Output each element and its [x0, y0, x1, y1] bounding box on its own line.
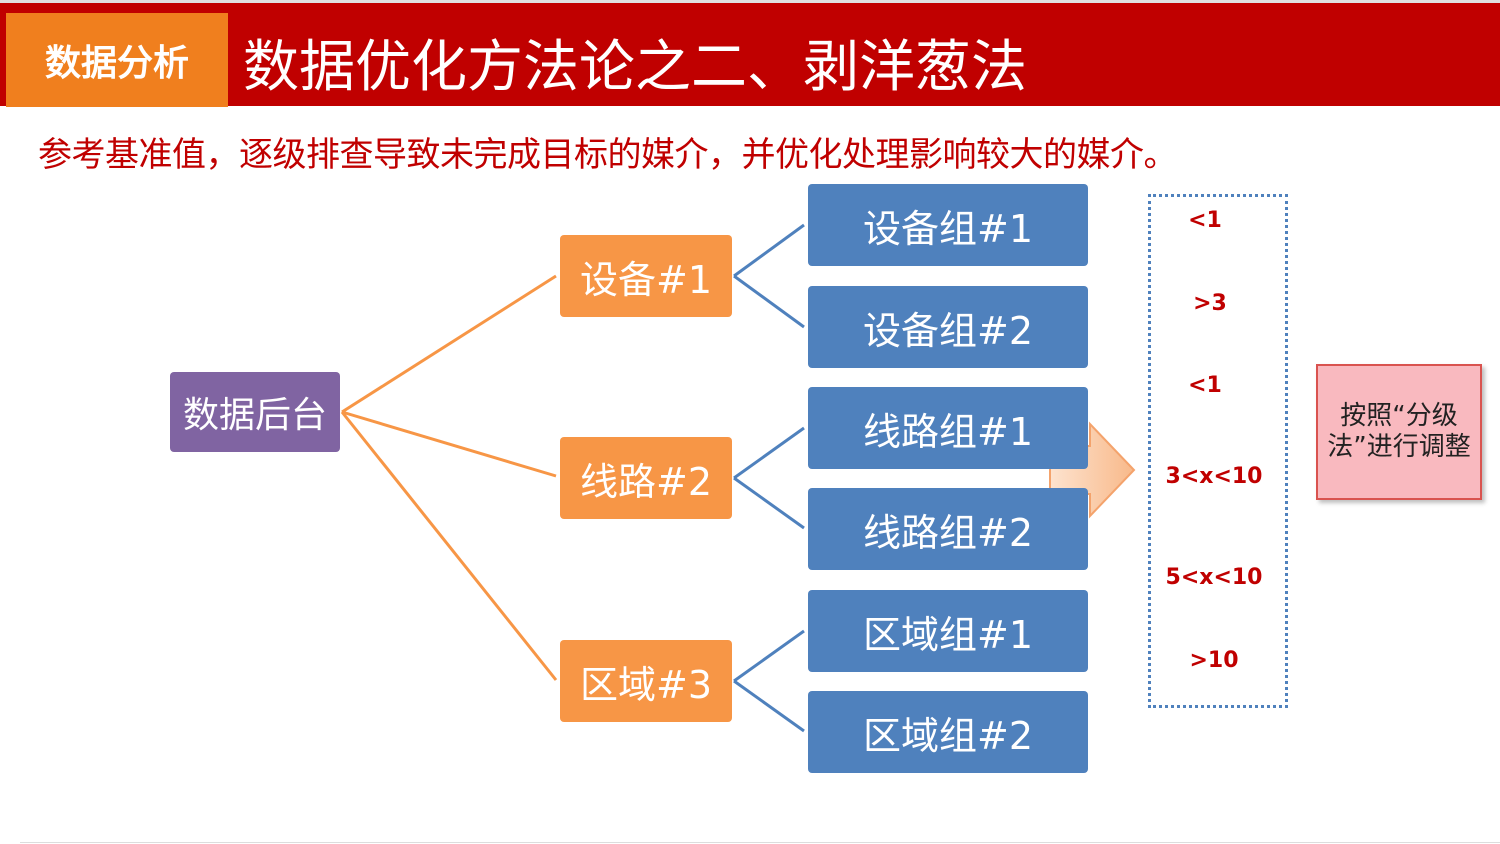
range-value-5: 5<x<10: [1165, 565, 1263, 590]
range-box: [1148, 194, 1288, 708]
leaf-node-1-2: 设备组#2: [808, 286, 1088, 368]
leaf-node-1-1: 设备组#1: [808, 184, 1088, 266]
connector-root-group-2: [341, 410, 557, 478]
connector-group-2-leaf-1: [733, 426, 805, 480]
leaf-node-3-1: 区域组#1: [808, 590, 1088, 672]
root-node: 数据后台: [170, 372, 340, 452]
connector-group-1-leaf-2: [733, 274, 805, 329]
range-value-6: >10: [1189, 648, 1239, 673]
range-value-1: <1: [1188, 208, 1222, 233]
leaf-node-2-2: 线路组#2: [808, 488, 1088, 570]
connector-root-group-3: [340, 411, 558, 681]
leaf-node-3-2: 区域组#2: [808, 691, 1088, 773]
range-value-3: <1: [1188, 373, 1222, 398]
connector-group-2-leaf-2: [733, 476, 805, 530]
connector-group-3-leaf-2: [733, 679, 805, 733]
group-node-3: 区域#3: [560, 640, 732, 722]
connector-root-group-1: [341, 274, 557, 414]
note-text: 按照“分级法”进行调整: [1327, 401, 1471, 462]
section-tag: 数据分析: [6, 13, 228, 107]
note-box: 按照“分级法”进行调整: [1316, 364, 1482, 500]
connector-group-3-leaf-1: [733, 629, 805, 683]
leaf-node-2-1: 线路组#1: [808, 387, 1088, 469]
header-bar: 数据分析 数据优化方法论之二、剥洋葱法: [0, 0, 1500, 107]
subtitle: 参考基准值，逐级排查导致未完成目标的媒介，并优化处理影响较大的媒介。: [38, 135, 1178, 175]
page-title: 数据优化方法论之二、剥洋葱法: [243, 35, 1027, 100]
bottom-divider: [20, 842, 1500, 843]
range-value-4: 3<x<10: [1165, 464, 1263, 489]
group-node-1: 设备#1: [560, 235, 732, 317]
group-node-2: 线路#2: [560, 437, 732, 519]
range-value-2: >3: [1193, 291, 1227, 316]
connector-group-1-leaf-1: [733, 223, 805, 278]
